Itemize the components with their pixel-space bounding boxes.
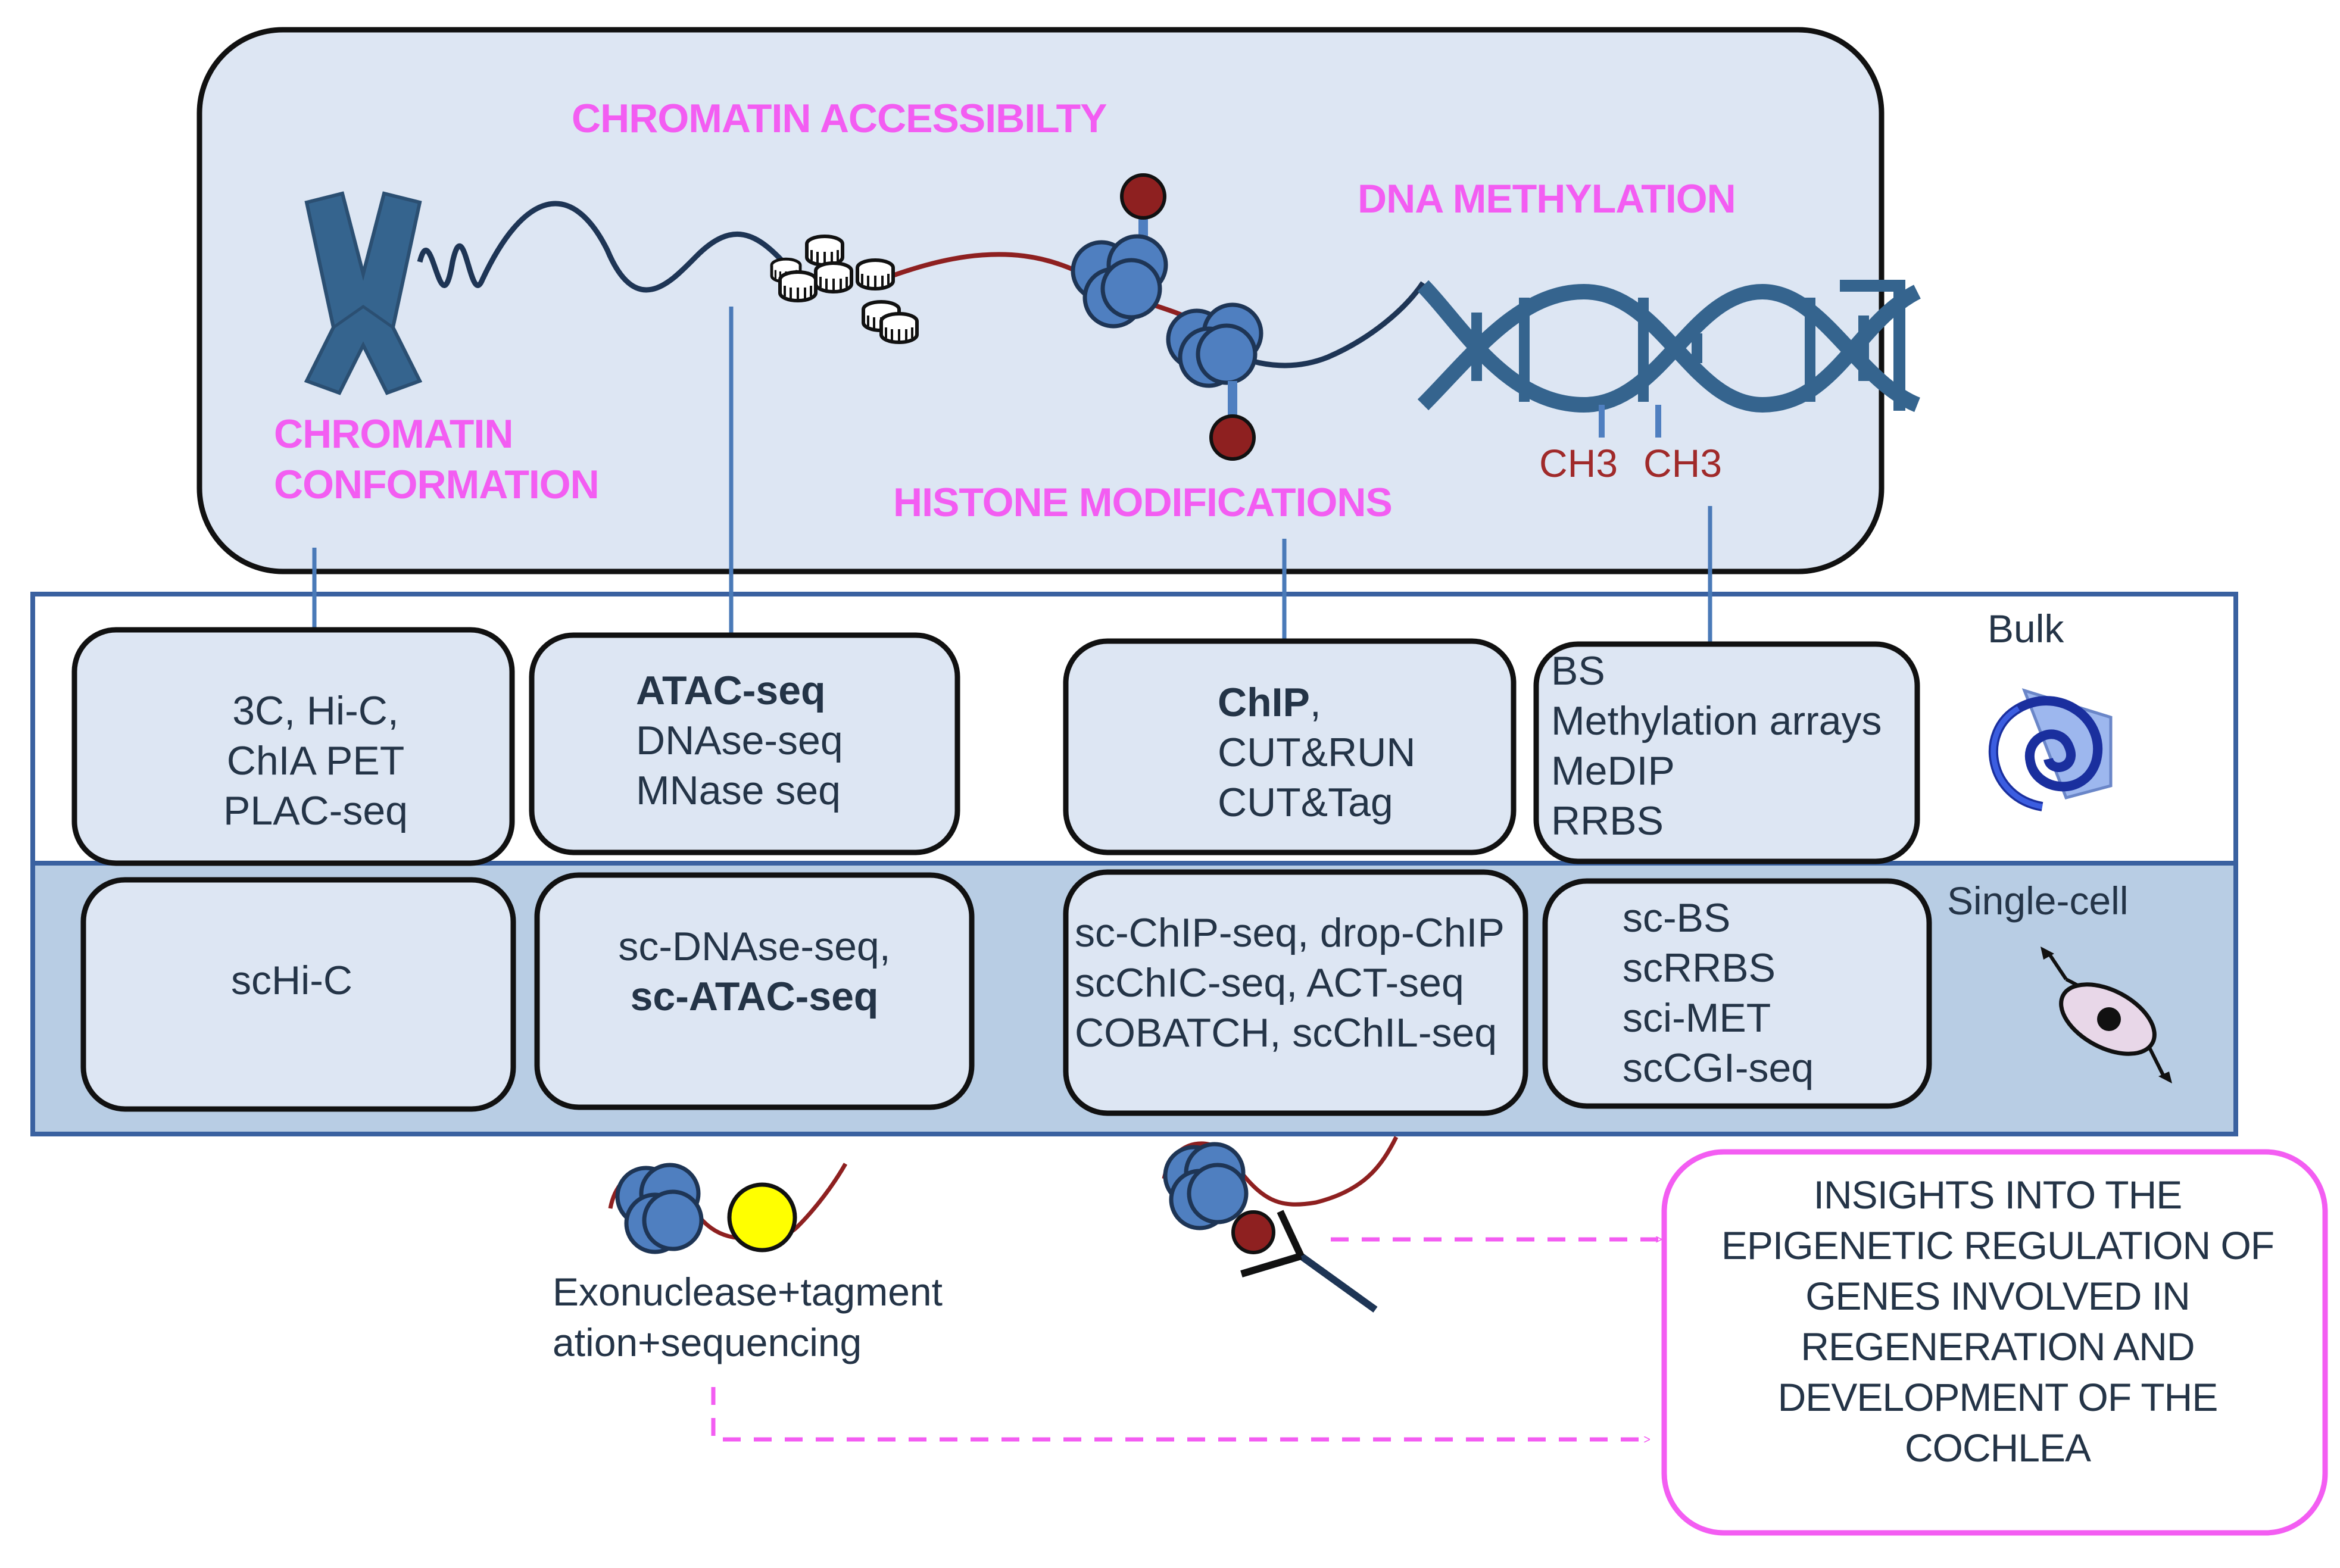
method-line: RRBS (1551, 798, 1664, 844)
histone-cluster-upper (1073, 173, 1166, 326)
histone-cluster-lower (1168, 305, 1261, 461)
method-line: ChIA PET (226, 738, 405, 783)
sc-conformation-text: scHi-C (231, 955, 352, 1005)
method-line: scChIC-seq, ACT-seq (1075, 960, 1464, 1005)
insight-line: DEVELOPMENT OF THE (1777, 1375, 2219, 1419)
method-line-bold: ATAC-seq (636, 668, 826, 713)
method-line: sc-BS (1623, 895, 1731, 941)
method-line: BS (1551, 648, 1605, 694)
caption-line: ation+sequencing (553, 1320, 862, 1364)
method-line: Methylation arrays (1551, 698, 1882, 744)
method-line: scCGI-seq (1623, 1045, 1814, 1091)
method-line: sc-ChIP-seq, drop-ChIP (1075, 910, 1505, 955)
method-line: sc-DNAse-seq, (618, 924, 891, 969)
sc-conformation-box (80, 877, 516, 1112)
insight-line: COCHLEA (1904, 1426, 2091, 1470)
dashed-arrow-bottom (711, 1387, 1649, 1439)
label-chromatin-conformation-1: CHROMATIN (274, 411, 513, 457)
method-line: MeDIP (1551, 748, 1675, 794)
method-line: scRRBS (1623, 945, 1776, 991)
bulk-histone-text: ChIP, CUT&RUN CUT&Tag (1218, 677, 1415, 827)
sc-accessibility-box (534, 872, 975, 1110)
sc-histone-text: sc-ChIP-seq, drop-ChIP scChIC-seq, ACT-s… (1075, 908, 1505, 1058)
insight-line: EPIGENETIC REGULATION OF (1721, 1223, 2275, 1267)
bulk-methylation-box (1533, 641, 1920, 864)
insight-line: INSIGHTS INTO THE (1813, 1173, 2183, 1217)
bulk-accessibility-text: ATAC-seq DNAse-seq MNase seq (636, 666, 843, 816)
insight-line: GENES INVOLVED IN (1805, 1274, 2191, 1318)
method-line: DNAse-seq (636, 718, 843, 763)
method-line: sci-MET (1623, 995, 1771, 1041)
method-line: COBATCH, scChIL-seq (1075, 1010, 1497, 1055)
exonuclease-caption: Exonuclease+tagment ation+sequencing (553, 1267, 943, 1368)
bulk-accessibility-box (529, 632, 960, 855)
modified-strand (880, 252, 1204, 327)
double-helix-icon (1417, 280, 1921, 413)
insight-line: REGENERATION AND (1801, 1325, 2195, 1369)
label-dna-methylation: DNA METHYLATION (1358, 176, 1736, 221)
sc-histone-box (1063, 869, 1528, 1116)
insights-box (1661, 1149, 2328, 1536)
method-line: CUT&RUN (1218, 730, 1416, 775)
label-bulk: Bulk (1988, 607, 2064, 651)
bulk-conformation-box (71, 627, 515, 866)
method-line-bold: ChIP (1218, 680, 1310, 725)
label-single-cell: Single-cell (1947, 879, 2129, 923)
label-chromatin-accessibility: CHROMATIN ACCESSIBILTY (572, 96, 1107, 141)
tagmentation-illustration (608, 1163, 848, 1252)
method-line: scHi-C (231, 958, 352, 1003)
bulk-conformation-text: 3C, Hi-C, ChIA PET PLAC-seq (74, 686, 557, 836)
dna-strand (417, 201, 788, 293)
bulk-methylation-text: BS Methylation arrays MeDIP RRBS (1551, 646, 1882, 846)
caption-line: Exonuclease+tagment (553, 1270, 943, 1314)
insights-text: INSIGHTS INTO THE EPIGENETIC REGULATION … (1670, 1170, 2325, 1473)
method-suffix: , (1309, 680, 1321, 725)
antibody-illustration (1162, 1136, 1399, 1313)
method-line: PLAC-seq (223, 788, 408, 833)
cochlea-icon (1988, 688, 2113, 811)
method-line-bold: sc-ATAC-seq (630, 974, 879, 1019)
bulk-histone-box (1063, 638, 1517, 855)
top-panel (196, 27, 1885, 574)
label-ch3-left: CH3 (1539, 441, 1618, 485)
sc-methylation-box (1542, 878, 1932, 1109)
label-histone-modifications: HISTONE MODIFICATIONS (893, 480, 1393, 525)
sc-methylation-text: sc-BS scRRBS sci-MET scCGI-seq (1623, 893, 1814, 1093)
method-line: CUT&Tag (1218, 780, 1393, 825)
single-cell-icon (2041, 947, 2172, 1083)
method-line: MNase seq (636, 768, 841, 813)
label-chromatin-conformation-2: CONFORMATION (274, 462, 600, 507)
label-ch3-right: CH3 (1643, 441, 1723, 485)
chromosome-icon (304, 191, 423, 395)
method-line: 3C, Hi-C, (232, 688, 399, 733)
sc-accessibility-text: sc-DNAse-seq, sc-ATAC-seq (537, 922, 972, 1022)
